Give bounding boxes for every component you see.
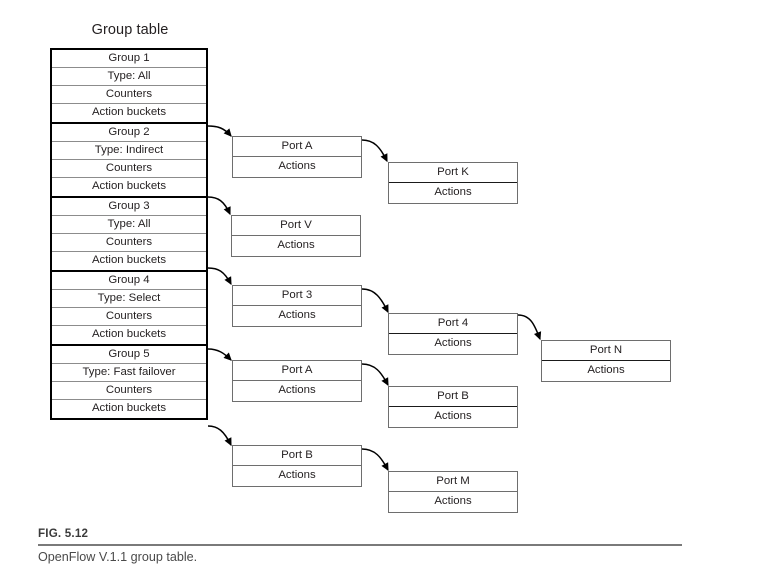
arrow-portA-to-portK — [361, 139, 388, 163]
port-box-portB-g4: Port B Actions — [388, 386, 518, 428]
arrow-group4-to-portA — [207, 348, 232, 361]
port-box-portA-g1: Port A Actions — [232, 136, 362, 178]
group-action-buckets-row: Action buckets — [52, 326, 206, 344]
group-action-buckets-row: Action buckets — [52, 178, 206, 196]
group-block-2: Group 2 Type: Indirect Counters Action b… — [52, 124, 206, 198]
port-actions: Actions — [233, 381, 361, 401]
group-type-row: Type: Fast failover — [52, 364, 206, 382]
diagram-title: Group table — [91, 22, 169, 38]
port-name: Port M — [389, 472, 517, 492]
arrow-group2-to-portV — [207, 196, 231, 216]
figure-caption-rule — [38, 544, 682, 546]
port-actions: Actions — [542, 361, 670, 381]
group-counters-row: Counters — [52, 86, 206, 104]
port-actions: Actions — [232, 236, 360, 256]
port-name: Port A — [233, 361, 361, 381]
group-type-row: Type: Indirect — [52, 142, 206, 160]
port-box-portM-g5: Port M Actions — [388, 471, 518, 513]
port-box-portK-g1: Port K Actions — [388, 162, 518, 204]
port-name: Port A — [233, 137, 361, 157]
group-type-row: Type: All — [52, 216, 206, 234]
figure-caption: OpenFlow V.1.1 group table. — [38, 550, 198, 564]
port-name: Port V — [232, 216, 360, 236]
port-box-port3-g3: Port 3 Actions — [232, 285, 362, 327]
arrow-port3-to-port4 — [361, 288, 389, 314]
port-actions: Actions — [389, 407, 517, 427]
arrow-group1-to-portA — [207, 125, 232, 137]
group-action-buckets-row: Action buckets — [52, 400, 206, 418]
port-box-portA-g4: Port A Actions — [232, 360, 362, 402]
group-name-row: Group 1 — [52, 50, 206, 68]
port-actions: Actions — [233, 157, 361, 177]
arrow-group3-to-port3 — [207, 267, 232, 286]
arrow-portA2-to-portB — [361, 363, 389, 387]
arrow-group5-to-portB — [207, 425, 232, 447]
port-actions: Actions — [233, 466, 361, 486]
port-box-portN-g3: Port N Actions — [541, 340, 671, 382]
group-table: Group 1 Type: All Counters Action bucket… — [50, 48, 208, 420]
group-name-row: Group 4 — [52, 272, 206, 290]
port-actions: Actions — [389, 492, 517, 512]
group-counters-row: Counters — [52, 160, 206, 178]
group-action-buckets-row: Action buckets — [52, 104, 206, 122]
arrow-port4-to-portN — [517, 314, 542, 341]
port-actions: Actions — [233, 306, 361, 326]
port-name: Port 3 — [233, 286, 361, 306]
group-block-4: Group 4 Type: Select Counters Action buc… — [52, 272, 206, 346]
port-box-portV-g2: Port V Actions — [231, 215, 361, 257]
group-block-3: Group 3 Type: All Counters Action bucket… — [52, 198, 206, 272]
group-block-5: Group 5 Type: Fast failover Counters Act… — [52, 346, 206, 418]
group-type-row: Type: Select — [52, 290, 206, 308]
port-name: Port B — [389, 387, 517, 407]
arrow-portB-to-portM — [361, 448, 389, 472]
port-actions: Actions — [389, 334, 517, 354]
figure-label: FIG. 5.12 — [38, 527, 89, 540]
group-counters-row: Counters — [52, 234, 206, 252]
group-block-1: Group 1 Type: All Counters Action bucket… — [52, 50, 206, 124]
group-action-buckets-row: Action buckets — [52, 252, 206, 270]
group-name-row: Group 2 — [52, 124, 206, 142]
group-name-row: Group 3 — [52, 198, 206, 216]
group-counters-row: Counters — [52, 382, 206, 400]
port-name: Port N — [542, 341, 670, 361]
port-name: Port B — [233, 446, 361, 466]
group-name-row: Group 5 — [52, 346, 206, 364]
port-name: Port 4 — [389, 314, 517, 334]
port-actions: Actions — [389, 183, 517, 203]
group-type-row: Type: All — [52, 68, 206, 86]
port-box-portB-g5: Port B Actions — [232, 445, 362, 487]
port-name: Port K — [389, 163, 517, 183]
port-box-port4-g3: Port 4 Actions — [388, 313, 518, 355]
group-counters-row: Counters — [52, 308, 206, 326]
